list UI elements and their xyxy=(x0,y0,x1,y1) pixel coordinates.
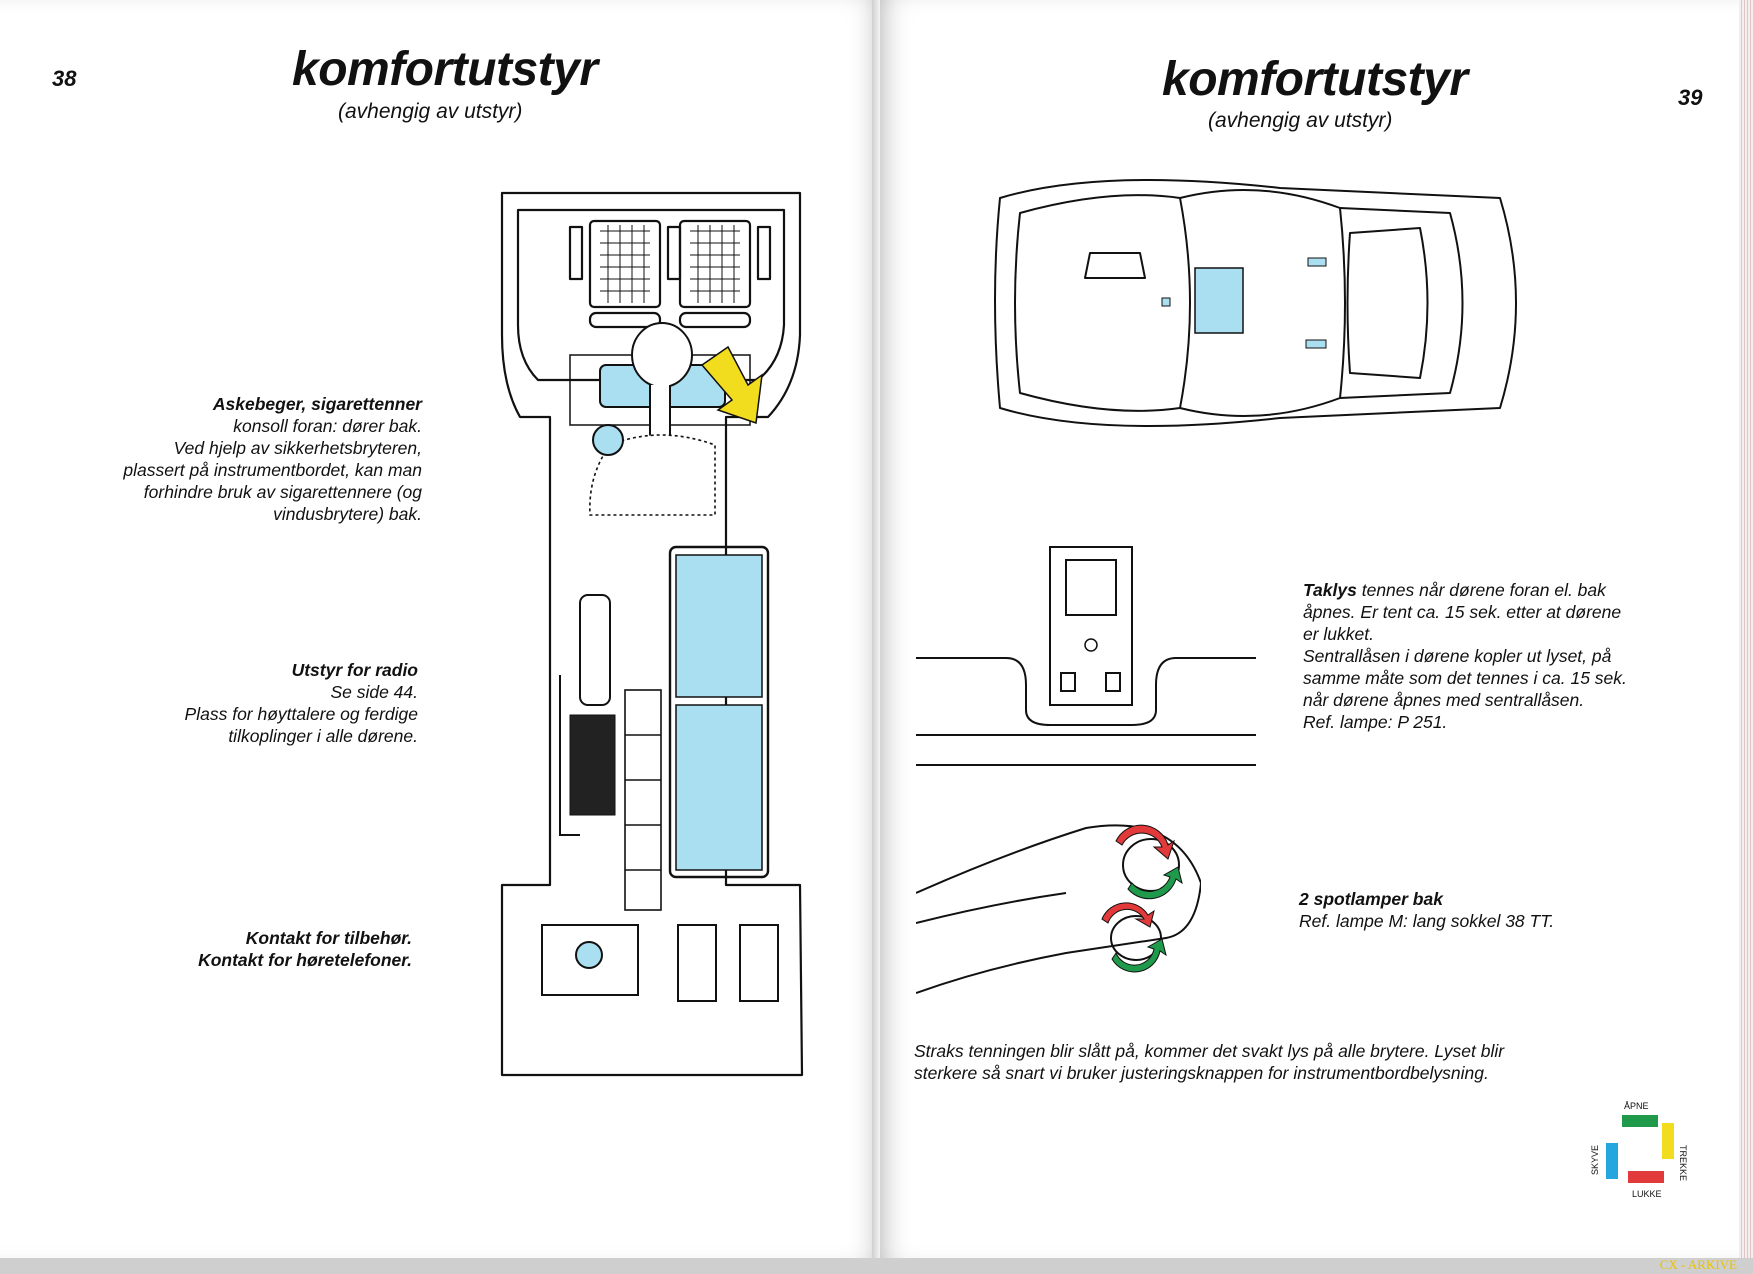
page-title: komfortutstyr xyxy=(1162,53,1468,106)
left-page: 38 komfortutstyr (avhengig av utstyr) As… xyxy=(0,0,880,1260)
caption-line: Se side 44. xyxy=(330,682,418,702)
right-page: 39 komfortutstyr (avhengig av utstyr) xyxy=(880,0,1744,1260)
caption-line: konsoll foran: dører bak. xyxy=(233,416,422,436)
caption-heading: Kontakt for tilbehør. xyxy=(245,928,412,948)
caption-line: åpnes. Er tent ca. 15 sek. etter at døre… xyxy=(1303,602,1622,622)
legend-label-top: ÅPNE xyxy=(1624,1101,1649,1111)
caption-line: Ved hjelp av sikkerhetsbryteren, xyxy=(173,438,422,458)
caption-line: tennes når dørene foran el. bak xyxy=(1361,580,1606,600)
page-number: 39 xyxy=(1678,85,1703,110)
legend-swatch-bottom xyxy=(1628,1171,1664,1183)
caption-line: Kontakt for høretelefoner. xyxy=(198,950,412,970)
footer-line: sterkere så snart vi bruker justeringskn… xyxy=(914,1063,1489,1083)
caption-heading: Utstyr for radio xyxy=(291,660,418,680)
legend-label-bottom: LUKKE xyxy=(1632,1189,1662,1199)
center-console-illustration xyxy=(500,191,804,1077)
footer-line: Straks tenningen blir slått på, kommer d… xyxy=(914,1041,1505,1061)
caption-line: vindusbrytere) bak. xyxy=(273,504,422,524)
caption-line: når dørene åpnes med sentrallåsen. xyxy=(1303,690,1585,710)
caption-spotlamps: 2 spotlamper bak Ref. lampe M: lang sokk… xyxy=(1299,888,1659,932)
caption-line: er lukket. xyxy=(1303,624,1374,644)
caption-line: plassert på instrumentbordet, kan man xyxy=(123,460,422,480)
legend-label-left: SKYVE xyxy=(1590,1145,1600,1176)
caption-taklys: Taklys tennes når dørene foran el. bak å… xyxy=(1303,579,1683,733)
page-subtitle: (avhengig av utstyr) xyxy=(338,100,523,123)
caption-radio: Utstyr for radio Se side 44. Plass for h… xyxy=(40,659,418,747)
page-edge xyxy=(1739,0,1753,1260)
rear-spotlamps-illustration xyxy=(916,824,1201,994)
page-title: komfortutstyr xyxy=(292,43,598,96)
caption-heading: Askebeger, sigarettenner xyxy=(212,394,422,414)
page-subtitle: (avhengig av utstyr) xyxy=(1208,109,1393,132)
legend-swatch-right xyxy=(1662,1123,1674,1159)
caption-line: forhindre bruk av sigarettennere (og xyxy=(143,482,422,502)
caption-line: tilkoplinger i alle dørene. xyxy=(228,726,418,746)
caption-line: Plass for høyttalere og ferdige xyxy=(184,704,418,724)
switch-direction-legend: ÅPNE TREKKE SKYVE LUKKE xyxy=(1590,1095,1690,1205)
caption-accessory: Kontakt for tilbehør. Kontakt for hørete… xyxy=(40,927,412,971)
legend-swatch-top xyxy=(1622,1115,1658,1127)
caption-line: samme måte som det tennes i ca. 15 sek. xyxy=(1303,668,1627,688)
car-top-view-illustration xyxy=(994,179,1517,427)
legend-label-right: TREKKE xyxy=(1678,1145,1688,1182)
watermark: CX - ARKIVE xyxy=(1659,1257,1737,1272)
footer-note: Straks tenningen blir slått på, kommer d… xyxy=(914,1040,1634,1084)
dome-light-illustration xyxy=(916,546,1256,766)
caption-heading: 2 spotlamper bak xyxy=(1299,889,1443,909)
caption-ashtray: Askebeger, sigarettenner konsoll foran: … xyxy=(40,393,422,525)
legend-swatch-left xyxy=(1606,1143,1618,1179)
book-bottom-edge xyxy=(0,1258,1753,1274)
caption-line: Ref. lampe: P 251. xyxy=(1303,712,1448,732)
caption-heading: Taklys xyxy=(1303,580,1357,600)
page-number: 38 xyxy=(52,66,77,91)
caption-line: Ref. lampe M: lang sokkel 38 TT. xyxy=(1299,911,1555,931)
caption-line: Sentrallåsen i dørene kopler ut lyset, p… xyxy=(1303,646,1612,666)
